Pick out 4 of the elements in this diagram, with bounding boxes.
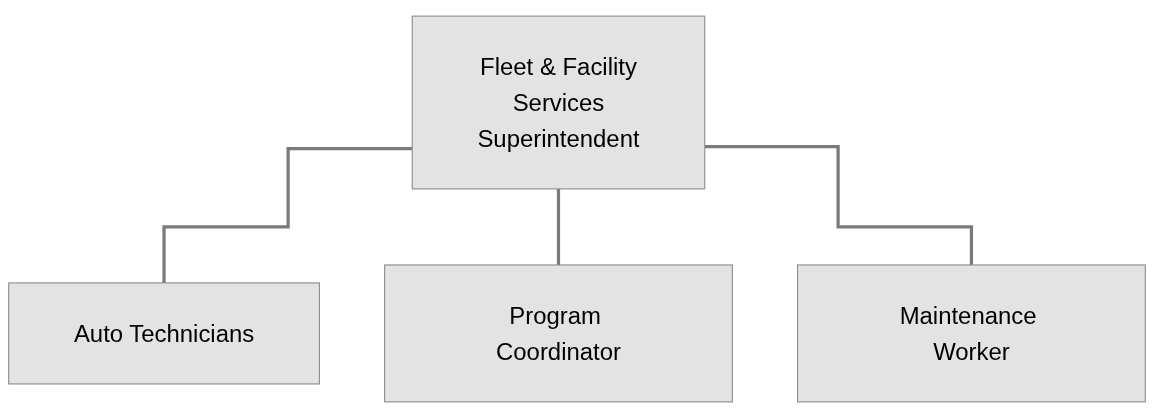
node-box: Maintenance Worker [797,264,1146,403]
node-box: Program Coordinator [384,264,733,403]
node-box: Auto Technicians [8,282,320,385]
node-box: Fleet & Facility Services Superintendent [411,15,706,190]
